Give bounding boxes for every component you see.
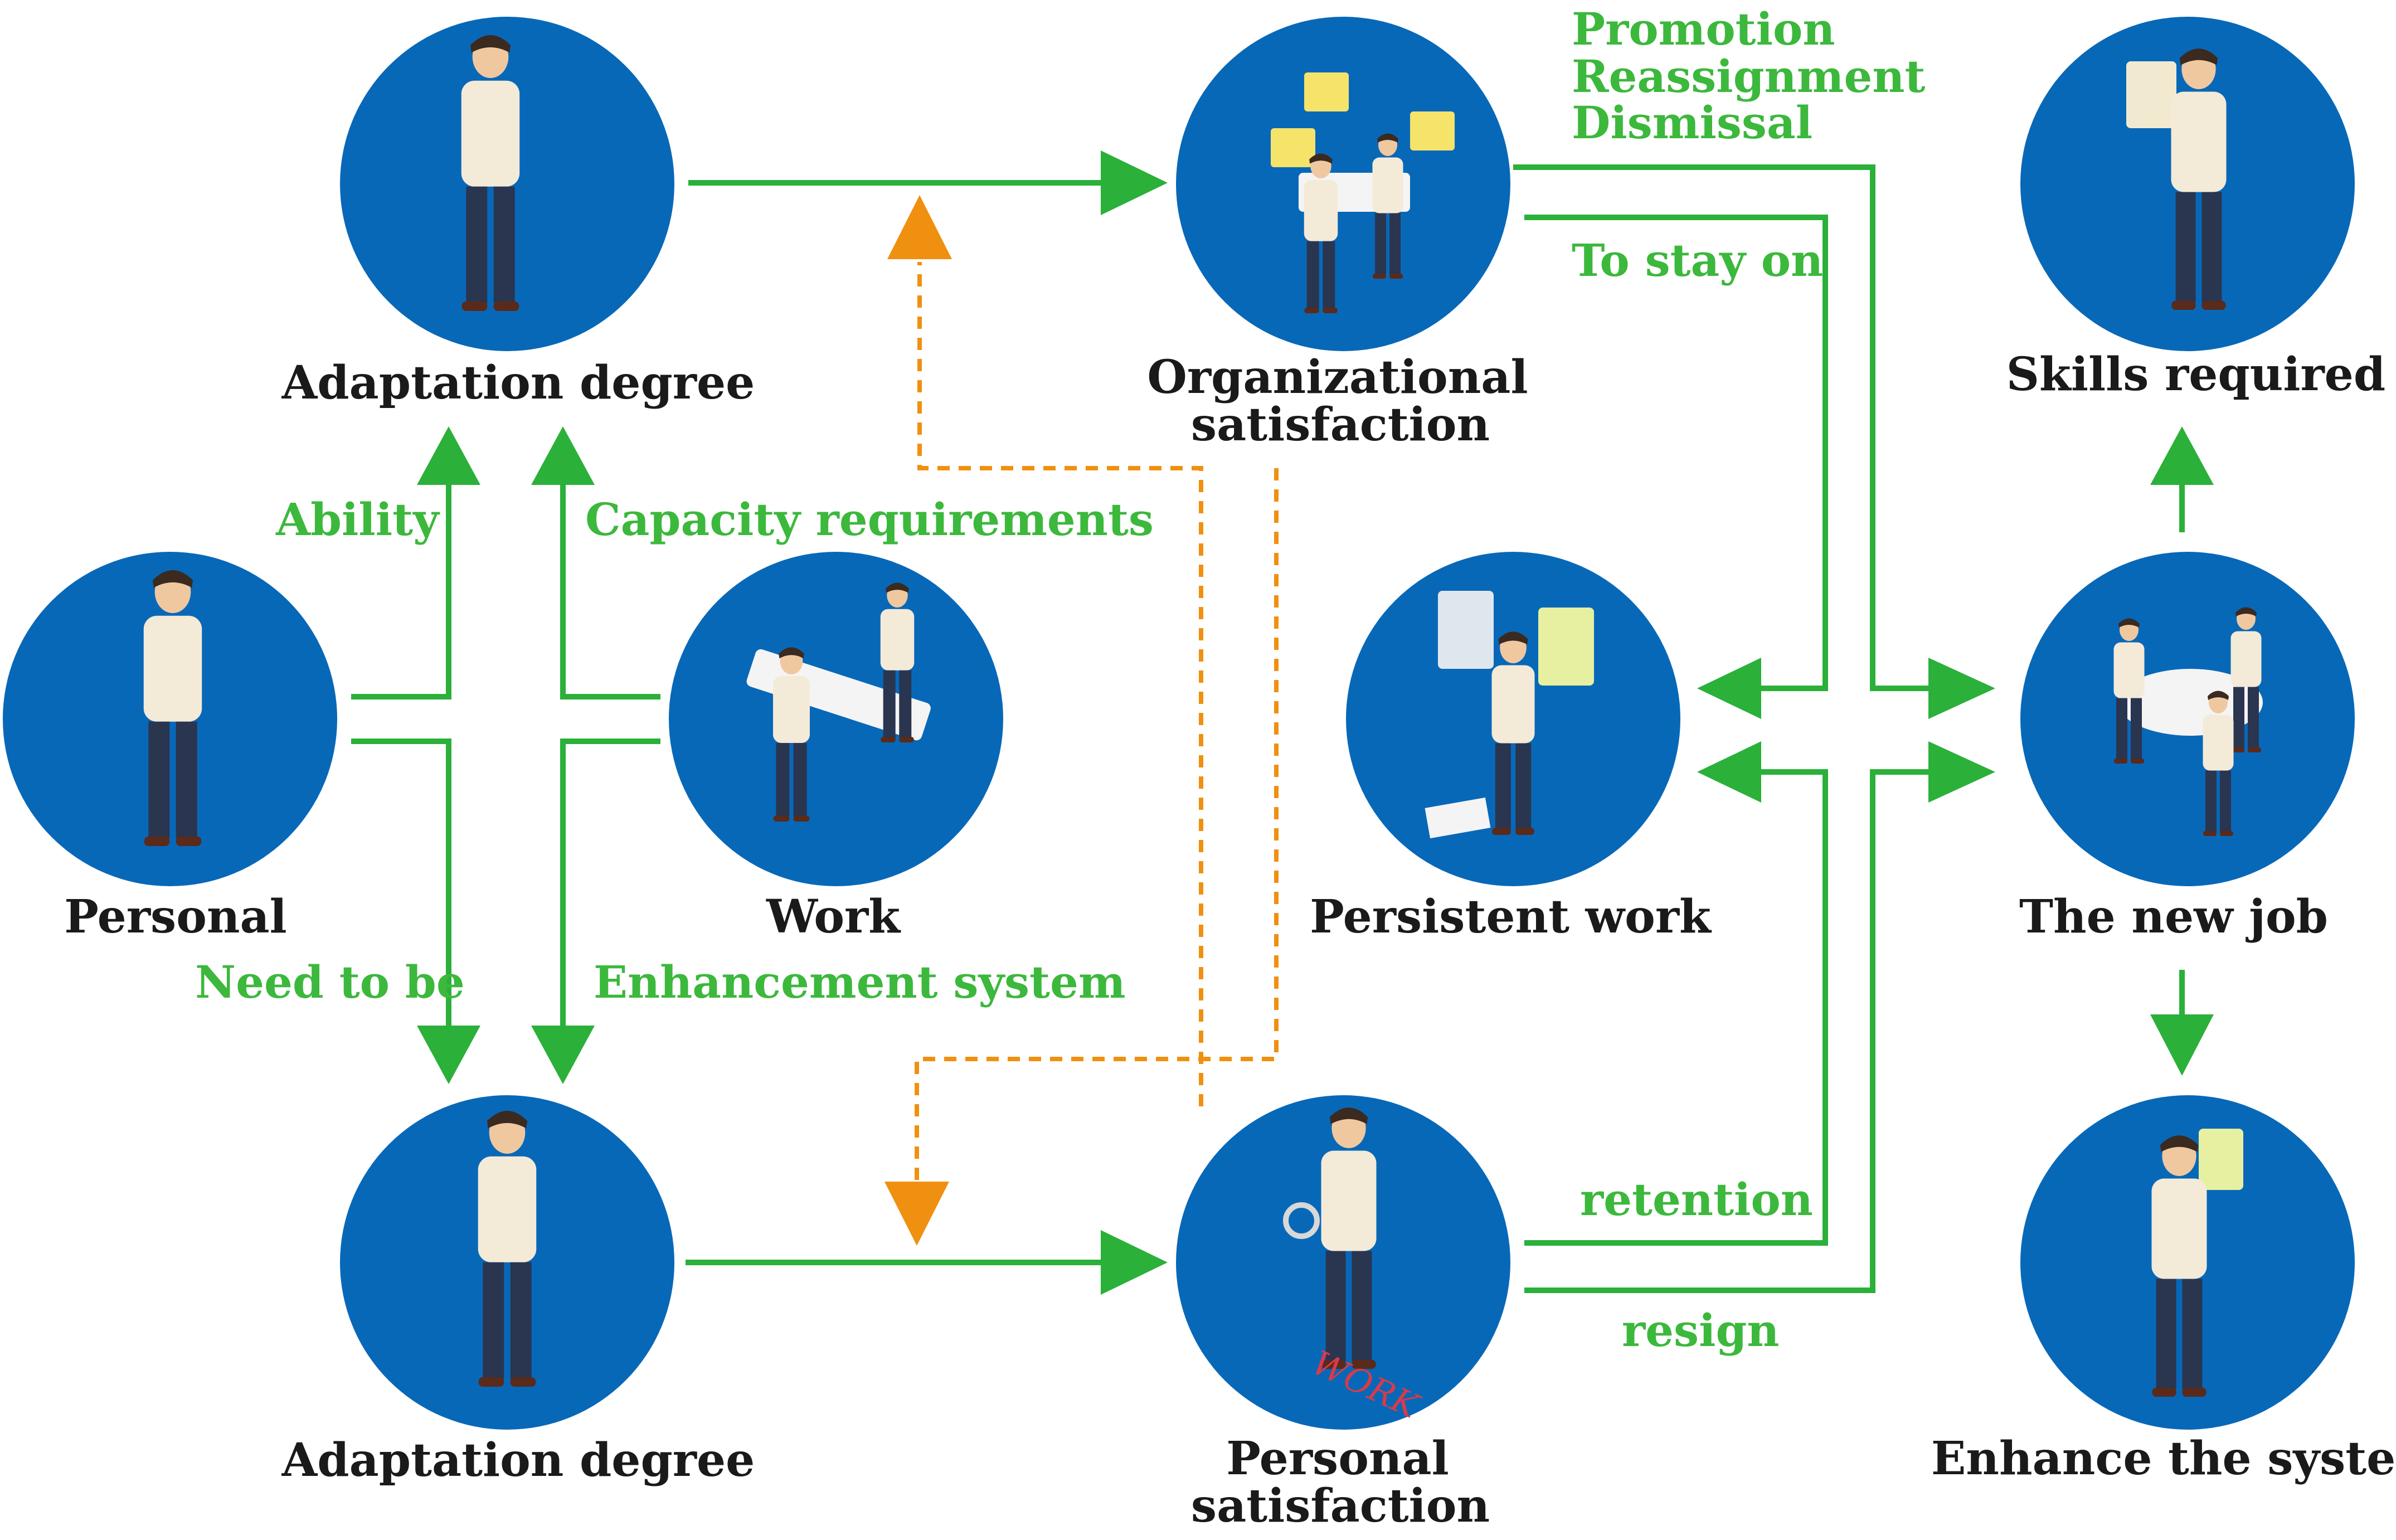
- label-retention: retention: [1580, 1173, 1813, 1226]
- arrowhead: [1697, 741, 1761, 803]
- label-promotion: Promotion: [1572, 3, 1835, 55]
- flow-arrowheads: [417, 150, 2214, 1295]
- node-adaptation-top: Adaptation degree: [281, 17, 755, 410]
- node-work: Work: [669, 552, 1003, 944]
- node-label-personal-sat-line1: Personal: [1226, 1432, 1449, 1485]
- edge-personal-sat-to-new-job: [1524, 769, 1945, 1293]
- label-need-to-be: Need to be: [195, 956, 465, 1008]
- node-label-org-line1: Organizational: [1147, 351, 1528, 404]
- feedback-arrowheads: [884, 195, 952, 1246]
- arrowhead: [887, 195, 952, 259]
- edge-personal-to-adaptation-bottom: [351, 739, 451, 1037]
- node-personal: Personal: [3, 552, 337, 944]
- edge-labels: Ability Capacity requirements Need to be…: [195, 3, 1926, 1357]
- round-table-meeting-icon: [2113, 607, 2263, 836]
- node-label-persistent-work: Persistent work: [1310, 890, 1712, 944]
- feedback-org-to-adaptation-bottom: [915, 468, 1279, 1182]
- label-reassignment: Reassignment: [1572, 50, 1926, 103]
- node-label-org-line2: satisfaction: [1191, 398, 1490, 451]
- arrowhead: [1101, 1230, 1168, 1295]
- label-ability: Ability: [275, 493, 440, 546]
- node-enhance-system: Enhance the system: [1931, 1095, 2396, 1485]
- arrowhead: [1101, 150, 1168, 215]
- team-meeting-feedback-icon: [1271, 72, 1455, 313]
- node-label-work: Work: [766, 890, 901, 944]
- node-label-enhance-system: Enhance the system: [1931, 1432, 2396, 1485]
- label-dismissal: Dismissal: [1572, 96, 1812, 149]
- arrowhead: [531, 1026, 595, 1084]
- node-adaptation-bottom: Adaptation degree: [281, 1095, 755, 1487]
- label-resign: resign: [1622, 1304, 1780, 1357]
- arrowhead: [1928, 741, 1995, 803]
- node-skills-required: Skills required: [2006, 17, 2385, 401]
- feedback-personal-sat-to-adaptation-top: [917, 262, 1203, 1106]
- man-with-checklist-icon: [2151, 1129, 2243, 1397]
- flow-lines: [351, 164, 2185, 1293]
- node-label-personal: Personal: [64, 890, 287, 944]
- arrowhead: [884, 1182, 949, 1246]
- node-label-adaptation-bottom: Adaptation degree: [281, 1434, 755, 1487]
- edge-work-to-adaptation-top: [560, 485, 660, 699]
- label-capacity-requirements: Capacity requirements: [585, 493, 1154, 546]
- node-new-job: The new job: [2019, 552, 2355, 944]
- feedback-lines: [915, 262, 1279, 1182]
- node-label-personal-sat-line2: satisfaction: [1191, 1479, 1490, 1533]
- node-persistent-work: Persistent work: [1310, 552, 1712, 944]
- node-label-adaptation-top: Adaptation degree: [281, 356, 755, 410]
- arrowhead: [1697, 658, 1761, 719]
- arrowhead: [531, 426, 595, 485]
- woman-with-checklist-icon: [2126, 48, 2227, 310]
- arrowhead: [2150, 1014, 2214, 1076]
- edge-work-to-adaptation-bottom: [560, 739, 660, 1037]
- label-enhancement-system: Enhancement system: [594, 956, 1126, 1008]
- edge-org-to-new-job: [1513, 164, 1945, 691]
- edge-org-to-persistent: [1524, 215, 1828, 691]
- meeting-at-desk-icon: [746, 582, 931, 822]
- arrowhead: [417, 426, 480, 485]
- edge-personal-sat-to-persistent: [1524, 769, 1828, 1246]
- node-label-skills-required: Skills required: [2006, 348, 2385, 401]
- arrowhead: [1928, 658, 1995, 719]
- reading-documents-icon: [1425, 591, 1594, 839]
- label-to-stay-on: To stay on: [1572, 234, 1823, 286]
- node-org-satisfaction: Organizational satisfaction: [1147, 17, 1528, 451]
- arrowhead: [417, 1026, 480, 1084]
- node-label-new-job: The new job: [2019, 890, 2328, 944]
- node-personal-satisfaction: WORK Personal satisfaction: [1176, 1095, 1510, 1533]
- arrowhead: [2150, 426, 2214, 485]
- edge-personal-to-adaptation-top: [351, 485, 451, 699]
